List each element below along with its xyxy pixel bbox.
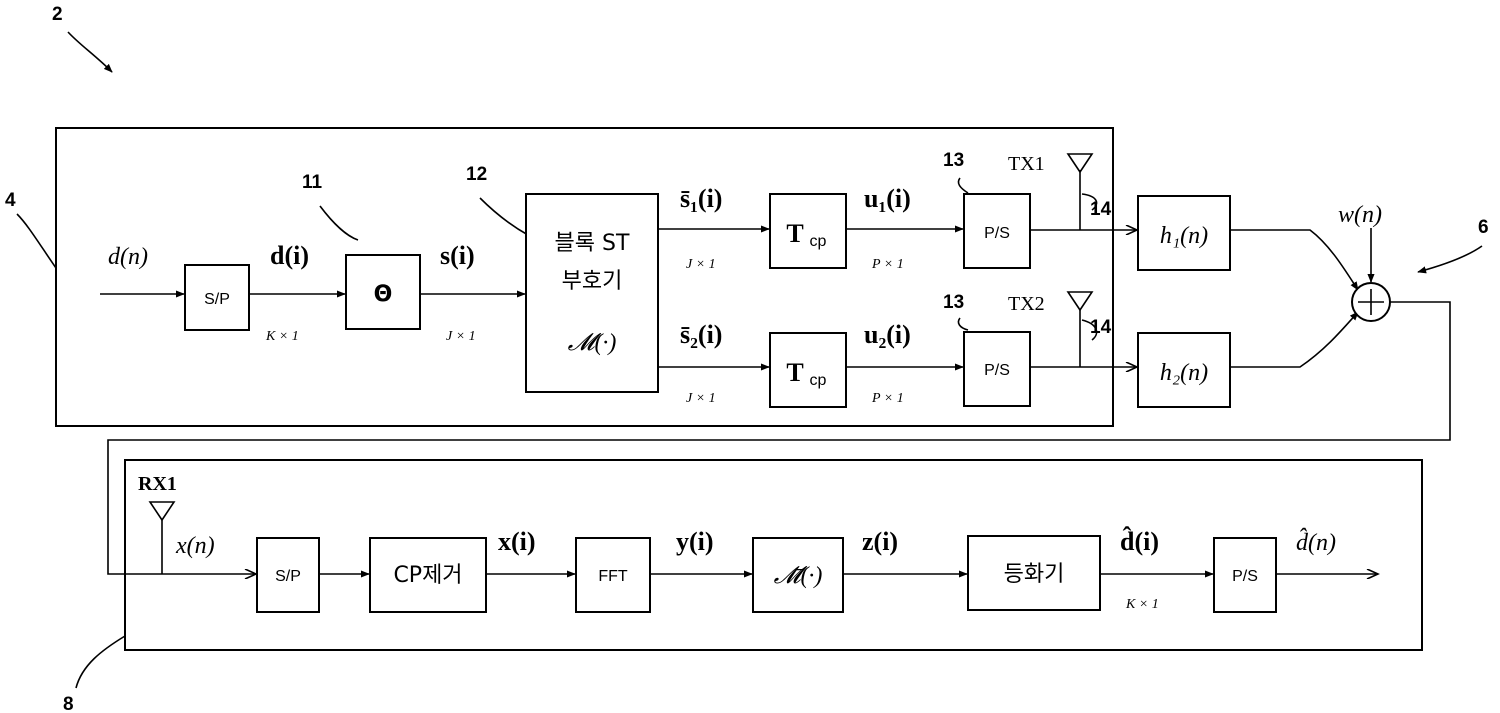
- dim-k-1: K × 1: [265, 329, 299, 344]
- st-encoder-line1: 블록 ST: [555, 231, 630, 256]
- rx1-label: RX1: [138, 473, 177, 495]
- rx1-antenna-icon: [150, 502, 174, 520]
- s1-signal-label: s̄₁(i): [680, 184, 722, 213]
- h1-to-sum-arrow: [1230, 230, 1358, 290]
- output-signal-label: d̂(n): [1296, 528, 1336, 556]
- ref-12-leader: [480, 198, 528, 235]
- st-encoder-line2: 부호기: [562, 269, 623, 294]
- dim-k-2: K × 1: [1125, 597, 1159, 612]
- d-signal-label: d(i): [270, 241, 309, 270]
- tx2-label: TX2: [1008, 293, 1045, 315]
- sp-block-rx-label: S/P: [275, 568, 301, 585]
- ref-4-leader: [17, 214, 56, 268]
- ref-11: 11: [302, 172, 323, 193]
- fft-block-label: FFT: [598, 568, 628, 585]
- tcp-block-2: [770, 333, 846, 407]
- s2-signal-label: s̄₂(i): [680, 320, 722, 349]
- equalizer-label: 등화기: [1004, 562, 1065, 587]
- y-signal-label: y(i): [676, 527, 714, 556]
- dim-j-3: J × 1: [686, 391, 716, 406]
- dhat-signal-label: d̂(i): [1120, 527, 1159, 556]
- mbar-block-label: 𝓜̄(·): [774, 563, 823, 589]
- ref-14-bottom: 14: [1090, 317, 1112, 338]
- noise-label: w(n): [1338, 202, 1382, 228]
- st-encoder-line3: 𝓜(·): [568, 330, 617, 356]
- ref-12: 12: [466, 164, 487, 185]
- cp-removal-label: CP제거: [393, 563, 462, 588]
- h2-to-sum-arrow: [1230, 312, 1358, 367]
- ref-4: 4: [5, 190, 16, 211]
- u1-signal-label: u₁(i): [864, 184, 911, 213]
- ps-block-rx-label: P/S: [1232, 568, 1258, 585]
- sp-block-tx-label: S/P: [204, 291, 230, 308]
- tx1-antenna-icon: [1068, 154, 1092, 172]
- h1-channel-label: h₁(n): [1160, 223, 1208, 249]
- rx-signal-label: x(n): [175, 533, 215, 559]
- tx2-antenna-icon: [1068, 292, 1092, 310]
- ref-2-pointer: [68, 32, 112, 72]
- tcp-block-1-label: T: [786, 219, 803, 248]
- dim-p-2: P × 1: [871, 391, 904, 406]
- h2-channel-label: h₂(n): [1160, 360, 1208, 386]
- tcp-block-1: [770, 194, 846, 268]
- x-signal-label: x(i): [498, 527, 536, 556]
- dim-j-2: J × 1: [686, 257, 716, 272]
- s-signal-label: s(i): [440, 241, 475, 270]
- theta-block-label: Θ: [374, 282, 393, 307]
- ref-13-bottom: 13: [943, 292, 964, 313]
- input-signal-label: d(n): [108, 244, 148, 270]
- tcp-block-2-label: T: [786, 358, 803, 387]
- ref-8-leader: [76, 636, 125, 688]
- ref-2: 2: [52, 4, 63, 25]
- ref-8: 8: [63, 694, 74, 713]
- ps-block-2-label: P/S: [984, 362, 1010, 379]
- dim-p-1: P × 1: [871, 257, 904, 272]
- ref-6-pointer: [1418, 246, 1482, 272]
- tcp-block-1-sub: cp: [810, 233, 827, 250]
- z-signal-label: z(i): [862, 527, 898, 556]
- u2-signal-label: u₂(i): [864, 320, 911, 349]
- tcp-block-2-sub: cp: [810, 372, 827, 389]
- ref-6: 6: [1478, 217, 1489, 238]
- ref-13-bottom-leader: [958, 318, 968, 330]
- ref-13-top: 13: [943, 150, 964, 171]
- ref-13-top-leader: [958, 178, 968, 193]
- ref-11-leader: [320, 206, 358, 240]
- dim-j-1: J × 1: [446, 329, 476, 344]
- tx1-label: TX1: [1008, 153, 1045, 175]
- ps-block-1-label: P/S: [984, 225, 1010, 242]
